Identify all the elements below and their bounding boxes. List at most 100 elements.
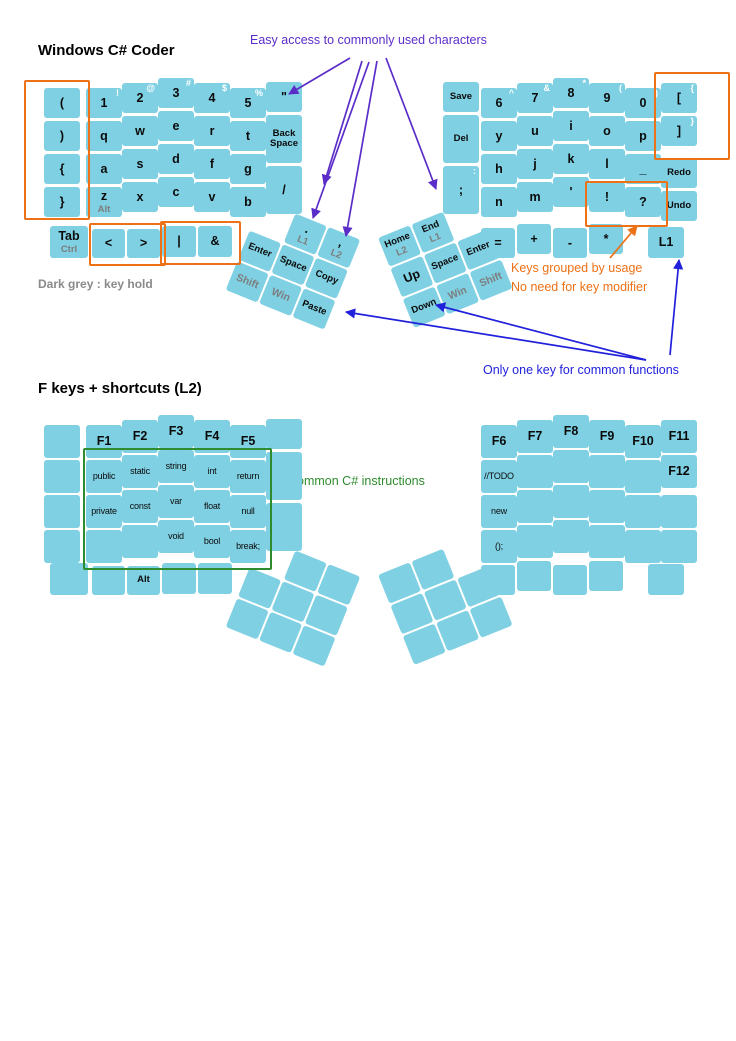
- annotation-grouped-by-usage: Keys grouped by usage: [511, 261, 643, 275]
- key-main-label: int: [207, 466, 217, 476]
- annotation-arrow: [311, 61, 370, 219]
- key-main-label: !: [604, 189, 610, 204]
- key-ampersand: &: [198, 226, 232, 257]
- annotation-arrow: [385, 57, 438, 190]
- key-main-label: /: [282, 182, 286, 197]
- key-shift-label: #: [185, 78, 191, 88]
- key-y: y: [481, 121, 517, 151]
- key-del: Del: [443, 115, 479, 163]
- key-blank: [553, 450, 589, 483]
- key-main-label: 3: [172, 85, 180, 100]
- key-greater-than: >: [127, 229, 160, 258]
- key-question: ?: [625, 187, 661, 217]
- key-blank: [625, 530, 661, 563]
- key-shift-label: *: [582, 78, 586, 88]
- key-blank: [589, 455, 625, 488]
- key-main-label: Alt: [137, 574, 150, 586]
- key-shift-label: %: [254, 88, 263, 98]
- annotation-arrow: [669, 258, 684, 356]
- key-shift-label: (: [619, 83, 622, 93]
- key-float: float: [194, 490, 230, 523]
- layer2-title: F keys + shortcuts (L2): [38, 380, 202, 397]
- key-main-label: Copy: [313, 268, 340, 288]
- key-main-label: g: [244, 161, 252, 176]
- key-main-label: ]: [676, 123, 682, 138]
- key-j: j: [517, 149, 553, 179]
- key-asterisk: *: [589, 224, 623, 254]
- key-main-label: F4: [204, 429, 220, 444]
- layer1-title: Windows C# Coder: [38, 42, 175, 59]
- key-main-label: }: [59, 194, 65, 209]
- key-main-label: -: [567, 235, 573, 250]
- key-main-label: F6: [491, 434, 507, 449]
- key-main-label: Save: [449, 90, 473, 102]
- key-shift-label: ^: [508, 88, 514, 98]
- key-blank: [44, 530, 80, 563]
- key-main-label: ?: [639, 194, 647, 209]
- key-blank: [589, 561, 623, 591]
- key-k: k: [553, 144, 589, 174]
- key-public: public: [86, 460, 122, 493]
- key-main-label: f: [209, 156, 215, 171]
- key-f3: F3: [158, 415, 194, 448]
- key-shift-label: &: [543, 83, 551, 93]
- key-blank: [266, 419, 302, 449]
- key-main-label: new: [491, 506, 507, 516]
- key-void: void: [158, 520, 194, 553]
- key-main-label: 2: [136, 90, 144, 105]
- key-1: 1!: [86, 88, 122, 118]
- annotation-no-modifier: No need for key modifier: [511, 280, 648, 294]
- key-shift-label: }: [690, 116, 694, 126]
- key-const: const: [122, 490, 158, 523]
- key-main-label: >: [139, 236, 148, 251]
- key-main-label: F7: [527, 429, 543, 444]
- key-main-label: var: [170, 496, 182, 506]
- key-var: var: [158, 485, 194, 518]
- key-m: m: [517, 182, 553, 212]
- key-5: 5%: [230, 88, 266, 118]
- key-main-label: Space: [278, 253, 309, 275]
- key-main-label: .: [303, 221, 312, 236]
- key-main-label: null: [241, 506, 255, 516]
- key-main-label: Redo: [667, 166, 691, 178]
- key-o: o: [589, 116, 625, 146]
- key-pipe: |: [162, 226, 196, 257]
- key-main-label: F2: [132, 429, 148, 444]
- annotation-dark-grey-note: Dark grey : key hold: [38, 277, 153, 291]
- key-main-label: F3: [168, 424, 184, 439]
- key-main-label: ;: [458, 182, 464, 197]
- key-f10: F10: [625, 425, 661, 458]
- key-g: g: [230, 154, 266, 184]
- key-main-label: (: [59, 95, 65, 110]
- key-main-label: s: [136, 156, 144, 171]
- key-bool: bool: [194, 525, 230, 558]
- key-main-label: l: [605, 156, 609, 171]
- key-t: t: [230, 121, 266, 151]
- key-main-label: <: [104, 236, 113, 251]
- key-blank: [50, 563, 88, 595]
- key-main-label: {: [59, 161, 65, 176]
- key-a: a: [86, 154, 122, 184]
- key-save: Save: [443, 82, 479, 112]
- key-hold-label: L2: [328, 247, 344, 262]
- key-main-label: 7: [531, 90, 539, 105]
- key-null: null: [230, 495, 266, 528]
- key-blank: [553, 565, 587, 595]
- key-s: s: [122, 149, 158, 179]
- key-main-label: d: [172, 151, 180, 166]
- annotation-arrow: [342, 60, 378, 238]
- key-blank: [266, 452, 302, 500]
- key-9: 9(: [589, 83, 625, 113]
- key-main-label: break;: [236, 541, 260, 551]
- key-blank: [44, 495, 80, 528]
- key-main-label: const: [129, 501, 151, 511]
- key-l: l: [589, 149, 625, 179]
- key-main-label: x: [136, 189, 144, 204]
- key-main-label: w: [135, 123, 145, 138]
- key-f5: F5: [230, 425, 266, 458]
- key-main-label: Paste: [300, 298, 329, 319]
- key-hold-label: Win: [446, 284, 469, 303]
- key-main-label: &: [210, 234, 220, 249]
